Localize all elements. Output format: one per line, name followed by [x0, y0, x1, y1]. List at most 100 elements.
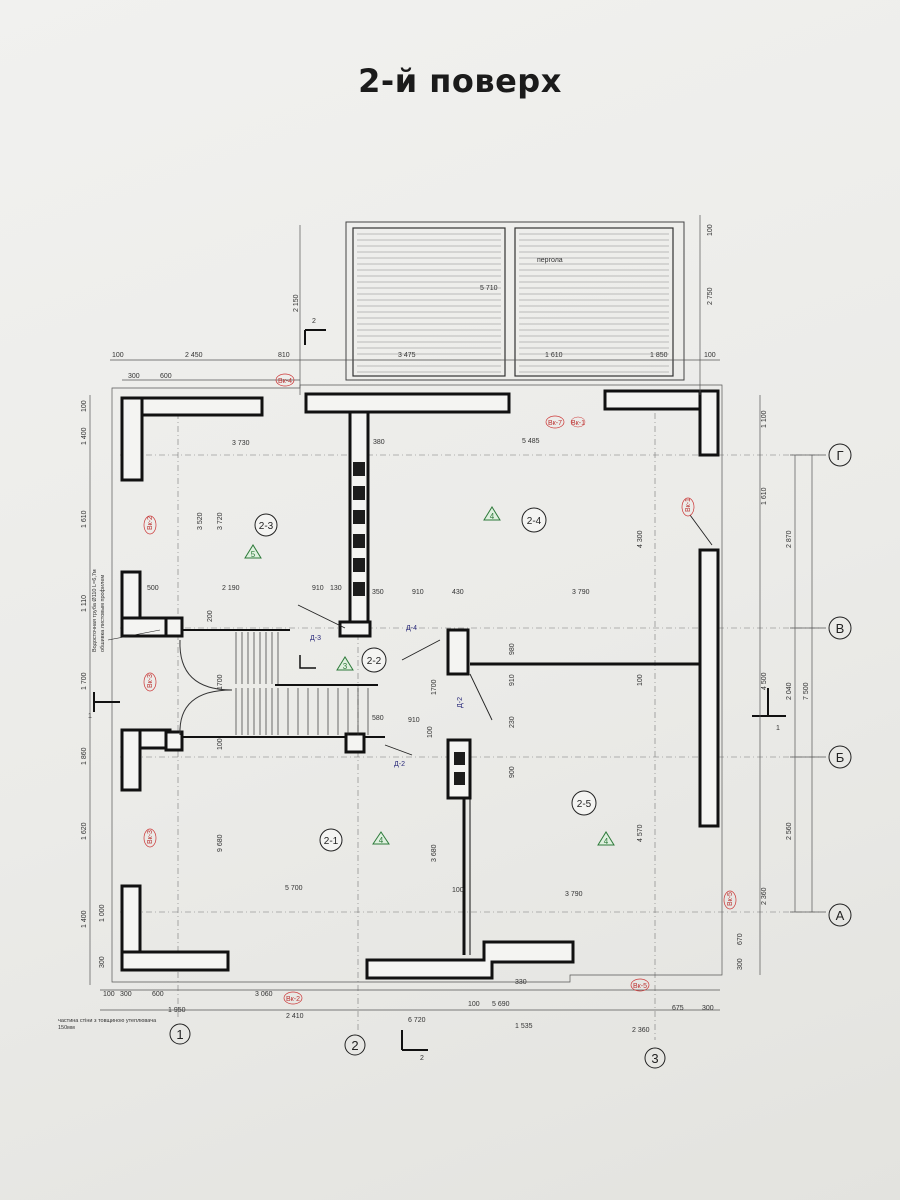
svg-text:2-5: 2-5	[577, 799, 592, 810]
room-tag-2-1[interactable]: 2-1	[319, 828, 343, 852]
svg-text:910: 910	[408, 717, 420, 724]
svg-text:100: 100	[468, 1001, 480, 1008]
axis-letter-g[interactable]: Г	[790, 443, 852, 467]
svg-text:2 190: 2 190	[222, 585, 240, 592]
svg-text:1 610: 1 610	[81, 510, 88, 528]
svg-text:Вк-5: Вк-5	[727, 892, 734, 906]
dimension-lines	[89, 215, 813, 1011]
svg-text:2 040: 2 040	[786, 682, 793, 700]
svg-text:Вк-1: Вк-1	[685, 498, 692, 512]
room-tag-2-5[interactable]: 2-5	[571, 790, 597, 816]
svg-text:100: 100	[427, 726, 434, 738]
svg-text:130: 130	[330, 585, 342, 592]
axis-letter-v[interactable]: В	[790, 616, 852, 640]
svg-text:430: 430	[452, 589, 464, 596]
svg-text:2-1: 2-1	[324, 836, 339, 847]
svg-text:Вк-1: Вк-1	[571, 420, 585, 427]
window-marks: Вк-4 Вк-7 Вк-2 Вк-1 Вк-3 Вк-3 Вк-5 Вк-2 …	[143, 373, 737, 1005]
svg-text:4 500: 4 500	[761, 672, 768, 690]
svg-text:670: 670	[737, 933, 744, 945]
svg-text:2 560: 2 560	[786, 822, 793, 840]
svg-text:600: 600	[160, 373, 172, 380]
ventilation-blocks	[353, 462, 465, 785]
svg-text:2-2: 2-2	[367, 656, 382, 667]
svg-text:350: 350	[372, 589, 384, 596]
axis-bubbles[interactable]: Г В Б А 1 2 3	[169, 443, 852, 1069]
room-tag-2-2[interactable]: 2-2	[361, 647, 387, 673]
svg-text:910: 910	[509, 674, 516, 686]
svg-text:1: 1	[176, 1027, 183, 1042]
axis-letter-b[interactable]: Б	[790, 745, 852, 769]
svg-text:200: 200	[207, 610, 214, 622]
axis-number-1[interactable]: 1	[169, 1023, 191, 1045]
axis-number-2[interactable]: 2	[344, 1034, 366, 1056]
bottom-dimensions: 100 300 600 1 950 3 060 2 410 100 5 690 …	[103, 979, 714, 1034]
svg-text:2 410: 2 410	[286, 1013, 304, 1020]
svg-text:2 450: 2 450	[185, 352, 203, 359]
svg-text:2: 2	[420, 1055, 424, 1062]
svg-text:Д-3: Д-3	[310, 635, 321, 642]
axis-letter-a[interactable]: А	[790, 903, 852, 927]
svg-text:1 700: 1 700	[81, 672, 88, 690]
svg-text:1 400: 1 400	[81, 910, 88, 928]
svg-text:Вк-5: Вк-5	[633, 983, 647, 990]
staircase	[179, 632, 369, 736]
svg-text:3 060: 3 060	[255, 991, 273, 998]
svg-text:330: 330	[515, 979, 527, 986]
svg-text:9 680: 9 680	[217, 834, 224, 852]
zone-triangle-icon: 4	[483, 506, 501, 521]
svg-text:300: 300	[99, 956, 106, 968]
vent-channel	[353, 558, 365, 572]
zone-triangle-icon: 4	[597, 831, 615, 846]
svg-text:5 485: 5 485	[522, 438, 540, 445]
svg-text:300: 300	[120, 991, 132, 998]
svg-text:3 790: 3 790	[565, 891, 583, 898]
svg-text:3 790: 3 790	[572, 589, 590, 596]
svg-text:5 690: 5 690	[492, 1001, 510, 1008]
svg-text:980: 980	[509, 643, 516, 655]
room-tags[interactable]: 2-1 2-2 2-3 2-4 2-5	[254, 507, 597, 852]
svg-text:1 620: 1 620	[81, 822, 88, 840]
svg-text:910: 910	[312, 585, 324, 592]
inner-dimensions: 3 730 5 485 380 3 520 3 720 500 2 190 91…	[147, 438, 644, 898]
svg-text:А: А	[836, 908, 845, 923]
svg-text:Д-2: Д-2	[457, 697, 464, 708]
svg-text:1 535: 1 535	[515, 1023, 533, 1030]
svg-text:230: 230	[509, 716, 516, 728]
vent-channel	[353, 534, 365, 548]
vent-channel	[353, 510, 365, 524]
svg-text:4: 4	[604, 837, 609, 846]
svg-text:100: 100	[112, 352, 124, 359]
svg-text:1 860: 1 860	[81, 747, 88, 765]
svg-text:900: 900	[509, 766, 516, 778]
svg-text:600: 600	[152, 991, 164, 998]
svg-text:2-3: 2-3	[259, 521, 274, 532]
room-tag-2-4[interactable]: 2-4	[521, 507, 547, 533]
pergola: пергола 5 710	[345, 221, 685, 381]
svg-text:4 570: 4 570	[637, 824, 644, 842]
section-markers: 2 1 1 2	[88, 318, 786, 1062]
svg-text:1 610: 1 610	[761, 487, 768, 505]
room-tag-2-3[interactable]: 2-3	[254, 513, 278, 537]
svg-text:300: 300	[702, 1005, 714, 1012]
axis-number-3[interactable]: 3	[644, 1047, 666, 1069]
pergola-label: пергола	[537, 257, 563, 264]
svg-text:3: 3	[651, 1051, 658, 1066]
vent-channel	[454, 772, 465, 785]
svg-text:6 720: 6 720	[408, 1017, 426, 1024]
svg-text:5: 5	[251, 550, 256, 559]
svg-text:1: 1	[776, 725, 780, 732]
vent-channel	[353, 462, 365, 476]
svg-text:100: 100	[103, 991, 115, 998]
svg-text:500: 500	[147, 585, 159, 592]
svg-text:1 400: 1 400	[81, 427, 88, 445]
svg-text:100: 100	[217, 738, 224, 750]
svg-text:7 500: 7 500	[803, 682, 810, 700]
svg-text:380: 380	[373, 439, 385, 446]
svg-text:Вк-3: Вк-3	[147, 830, 154, 844]
notes: Водосточная труба Ø110 L=6,7м обшивка ли…	[58, 569, 156, 1031]
svg-text:4: 4	[379, 836, 384, 845]
svg-text:1 850: 1 850	[650, 352, 668, 359]
svg-text:Вк-7: Вк-7	[548, 420, 562, 427]
svg-text:2: 2	[312, 318, 316, 325]
